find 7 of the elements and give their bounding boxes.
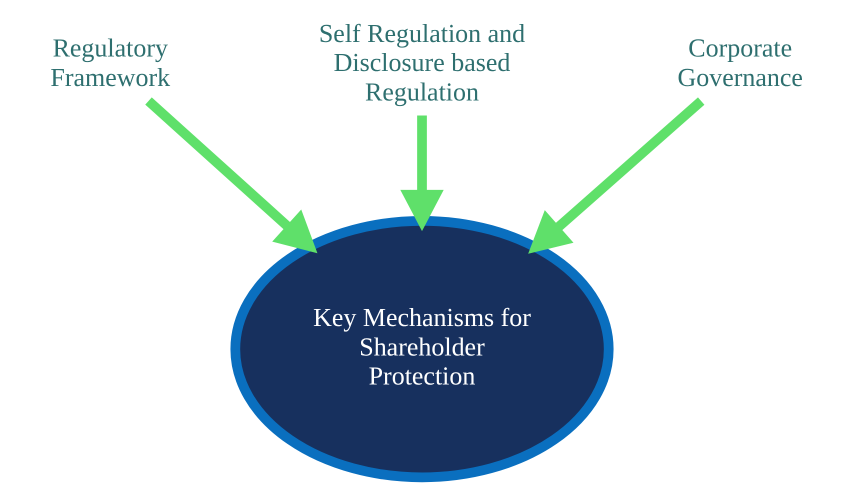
arrow — [144, 97, 317, 254]
node-text: Regulatory Framework — [50, 34, 170, 92]
arrow — [400, 116, 444, 232]
node-ellipse: Key Mechanisms for Shareholder Protection — [230, 216, 614, 482]
node-text: Self Regulation and Disclosure based Regulation — [318, 18, 525, 106]
arrow — [528, 97, 704, 254]
node-text: Corporate Governance — [676, 34, 802, 92]
